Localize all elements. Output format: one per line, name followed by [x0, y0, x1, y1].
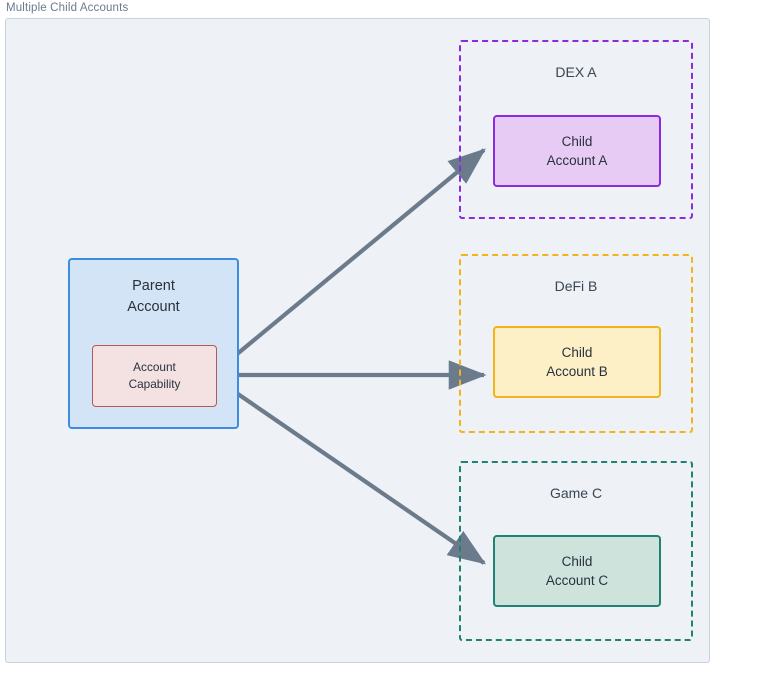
- group-game-c: Game C: [459, 461, 693, 641]
- account-capability-label-line1: Account: [133, 360, 176, 375]
- parent-account-label-line2: Account: [127, 298, 180, 315]
- child-account-a-label-line2: Account A: [546, 153, 608, 168]
- parent-account-label-line1: Parent: [132, 278, 175, 294]
- group-game-c-title: Game C: [549, 485, 603, 501]
- account-capability-node[interactable]: Account Capability: [92, 345, 217, 407]
- child-account-a-label-line1: Child: [561, 133, 593, 149]
- child-account-b-node[interactable]: Child Account B: [493, 326, 661, 398]
- child-account-b-label-line2: Account B: [546, 364, 608, 379]
- child-account-a-node[interactable]: Child Account A: [493, 115, 661, 187]
- group-dex-a-title: DEX A: [555, 64, 597, 80]
- group-dex-a: DEX A: [459, 40, 693, 219]
- group-defi-b: DeFi B: [459, 254, 693, 433]
- child-account-c-node[interactable]: Child Account C: [493, 535, 661, 607]
- account-capability-label-line2: Capability: [128, 377, 181, 391]
- frame-title: Multiple Child Accounts: [6, 2, 129, 14]
- group-defi-b-title: DeFi B: [554, 278, 598, 294]
- child-account-b-label-line1: Child: [561, 344, 593, 360]
- child-account-c-label-line1: Child: [561, 553, 593, 569]
- child-account-c-label-line2: Account C: [545, 573, 609, 588]
